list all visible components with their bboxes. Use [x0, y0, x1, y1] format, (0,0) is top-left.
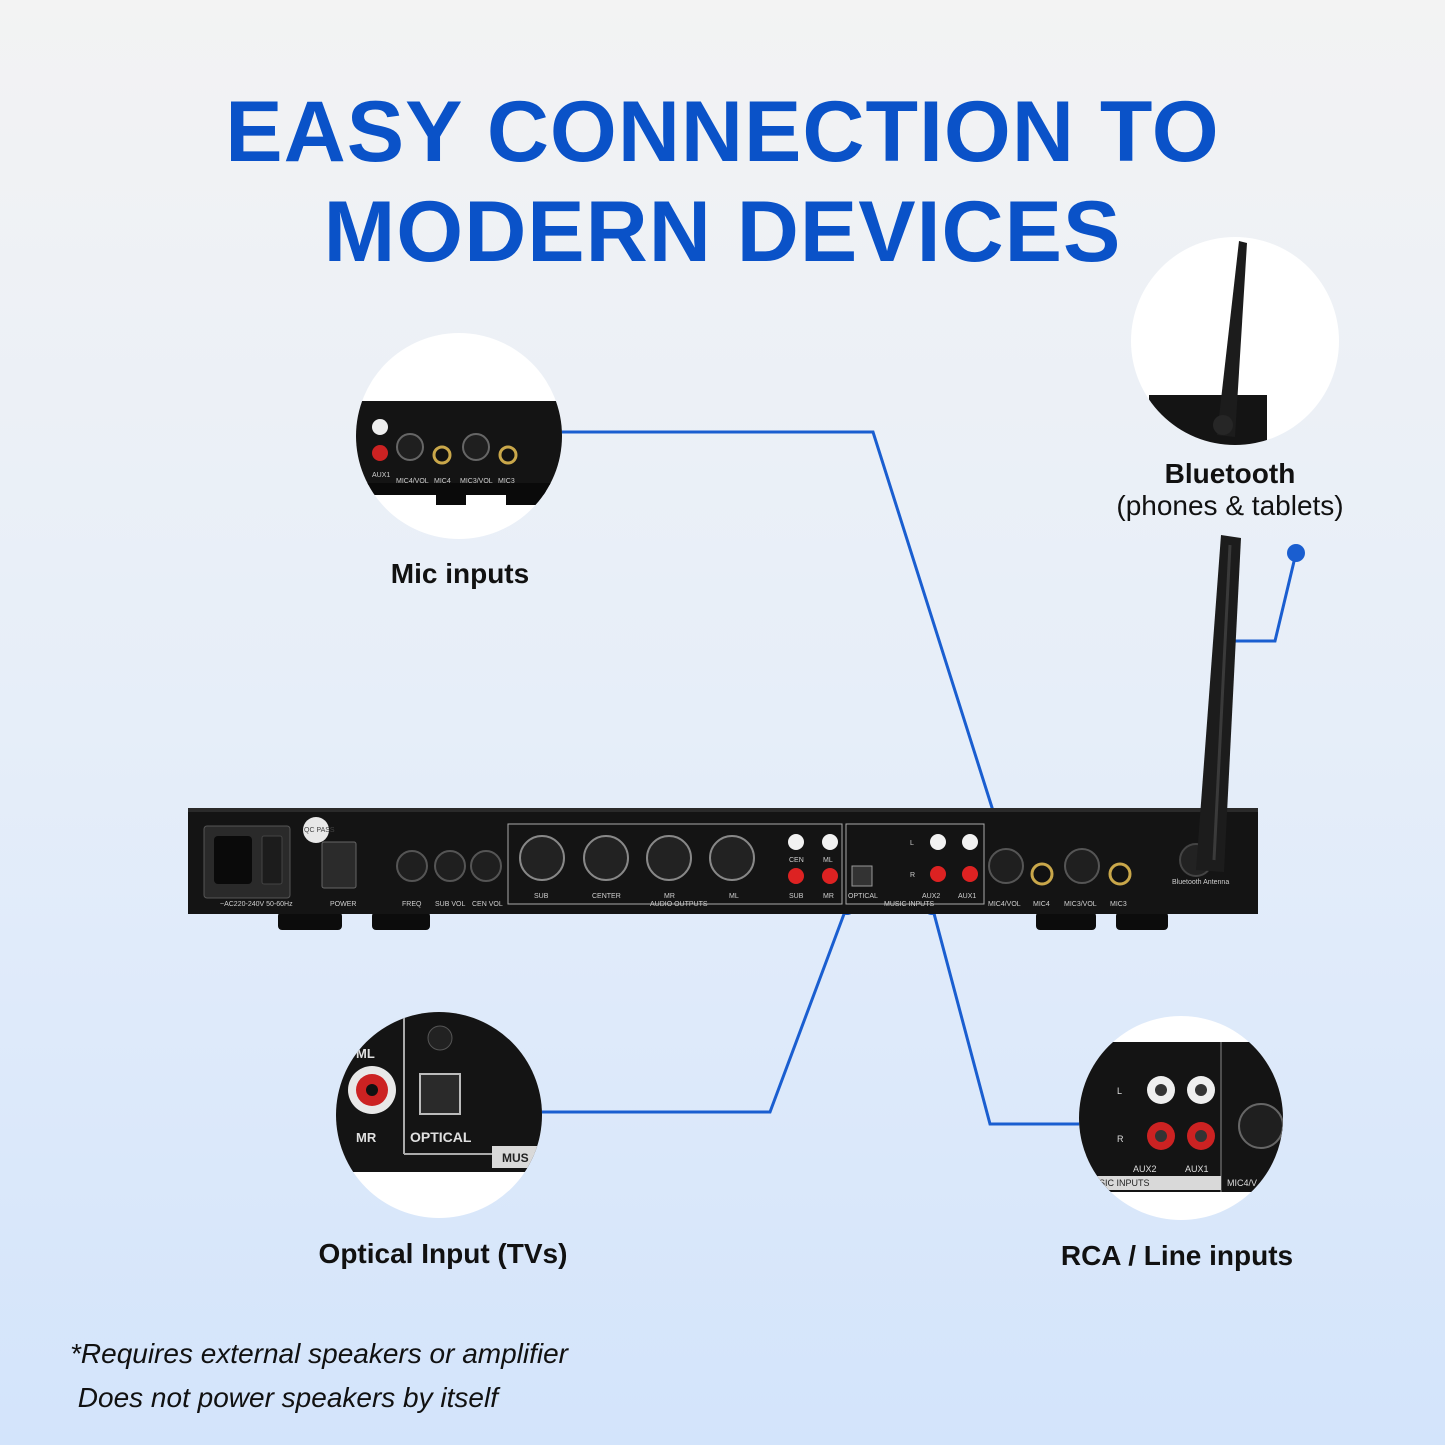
rca-zoom-music-inputs: SIC INPUTS [1099, 1178, 1150, 1188]
device-bt-antenna-label: Bluetooth Antenna [1172, 879, 1229, 886]
device-power-rating: ~AC220-240V 50-60Hz [220, 901, 293, 908]
device-mr-rca-label: MR [823, 893, 834, 900]
device-mic3-label: MIC3 [1110, 901, 1127, 908]
device-music-inputs-label: MUSIC INPUTS [884, 901, 935, 908]
footnote-line-1: *Requires external speakers or amplifier [70, 1338, 568, 1369]
mic-inputs-label: Mic inputs [390, 558, 530, 589]
device-optical-label: OPTICAL [848, 893, 878, 900]
headline-line-1: EASY CONNECTION TO [225, 84, 1220, 180]
bluetooth-subtitle: (phones & tablets) [1116, 490, 1344, 521]
device-center-label: CENTER [592, 893, 621, 900]
bluetooth-label: Bluetooth (phones & tablets) [1090, 458, 1370, 522]
device-ml-label: ML [729, 893, 739, 900]
rca-inputs-zoom: L R AUX2 AUX1 SIC INPUTS MIC4/V [1079, 1016, 1283, 1220]
device-subvol-label: SUB VOL [435, 901, 465, 908]
optical-connector-line [540, 905, 849, 1114]
qc-sticker [303, 817, 329, 843]
mic-zoom-mic3vol: MIC3/VOL [460, 478, 493, 485]
optical-zoom-ml: ML [356, 1046, 375, 1061]
mic-zoom-mic3: MIC3 [498, 478, 515, 485]
headline-line-2: MODERN DEVICES [323, 184, 1122, 280]
optical-input-label: Optical Input (TVs) [318, 1238, 568, 1269]
mic-zoom-mic4: MIC4 [434, 478, 451, 485]
mic-zoom-mic4vol: MIC4/VOL [396, 478, 429, 485]
device-sub-label: SUB [534, 893, 549, 900]
rca-connector-line [930, 905, 1080, 1126]
device-mr-label: MR [664, 893, 675, 900]
device-aux2-label: AUX2 [922, 893, 940, 900]
mic-zoom-aux1: AUX1 [372, 472, 390, 479]
device-qc-label: QC PASS [304, 827, 335, 834]
device-sub-rca-label: SUB [789, 893, 804, 900]
optical-zoom-optical: OPTICAL [410, 1129, 472, 1145]
device-freq-label: FREQ [402, 901, 422, 908]
rca-zoom-l: L [1117, 1086, 1122, 1096]
rca-line-inputs-label: RCA / Line inputs [1060, 1240, 1294, 1271]
device-mic3vol-label: MIC3/VOL [1064, 901, 1097, 908]
bluetooth-title: Bluetooth [1164, 458, 1296, 489]
device-ml-rca-label: ML [823, 857, 833, 864]
device-l-label: L [910, 840, 914, 847]
footnote: *Requires external speakers or amplifier… [70, 1332, 568, 1420]
device-cenvol-label: CEN VOL [472, 901, 503, 908]
device-audio-outputs-label: AUDIO OUTPUTS [650, 901, 708, 908]
device-mic4-label: MIC4 [1033, 901, 1050, 908]
device-r-label: R [910, 872, 915, 879]
bluetooth-zoom [1131, 237, 1339, 445]
bluetooth-antenna [1196, 535, 1241, 872]
rca-zoom-aux1: AUX1 [1185, 1164, 1209, 1174]
receiver-device [188, 808, 1258, 930]
device-aux1-label: AUX1 [958, 893, 976, 900]
device-cen-label: CEN [789, 857, 804, 864]
optical-zoom-music: MUS [502, 1151, 529, 1165]
bluetooth-connector-dot [1287, 544, 1305, 562]
bluetooth-connector-line [1226, 552, 1298, 643]
footnote-line-2: Does not power speakers by itself [70, 1382, 498, 1413]
mic-inputs-zoom: AUX1 MIC4/VOL MIC4 MIC3/VOL MIC3 [356, 333, 562, 539]
rca-zoom-aux2: AUX2 [1133, 1164, 1157, 1174]
optical-zoom-mr: MR [356, 1130, 377, 1145]
headline: EASY CONNECTION TO MODERN DEVICES [0, 82, 1445, 282]
rca-zoom-r: R [1117, 1134, 1124, 1144]
device-mic4vol-label: MIC4/VOL [988, 901, 1021, 908]
mic-connector-line [560, 430, 997, 818]
rca-zoom-mic4v: MIC4/V [1227, 1178, 1257, 1188]
device-power-label: POWER [330, 901, 356, 908]
optical-input-zoom: ML MR OPTICAL MUS [336, 1012, 542, 1218]
